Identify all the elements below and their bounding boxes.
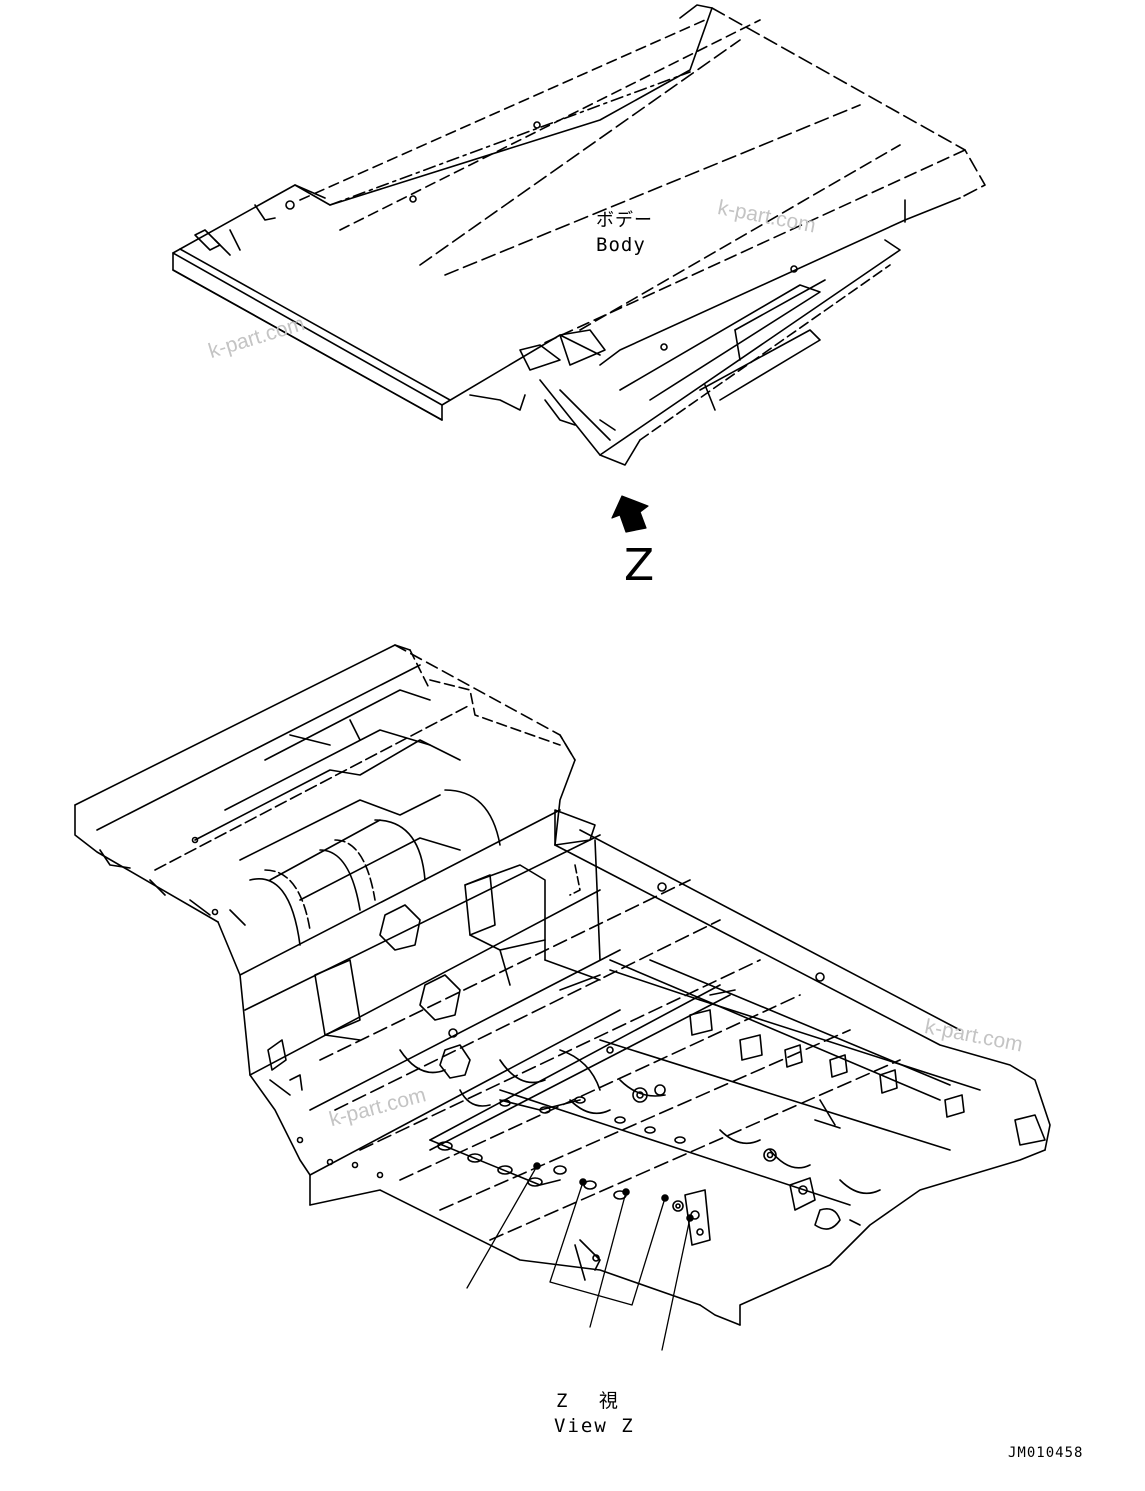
view-direction-arrow [612,496,648,532]
body-label-english: Body [596,234,646,256]
view-arrow-letter: Z [624,540,655,591]
view-label-japanese: Z 視 [556,1390,628,1412]
drawing-number: JM010458 [1008,1445,1084,1461]
view-label-english: View Z [554,1415,635,1437]
body-label-japanese: ボデー [596,210,653,231]
body-view-z [75,610,1050,1350]
body-top-view [173,5,985,465]
